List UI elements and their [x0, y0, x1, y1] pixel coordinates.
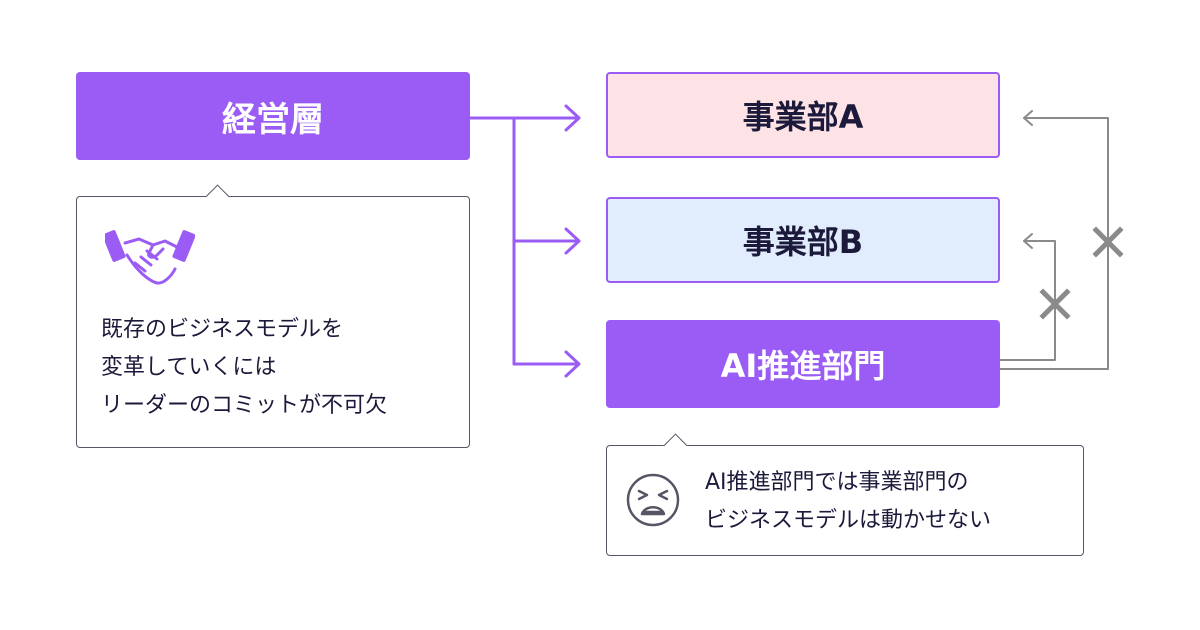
division-b-label: 事業部B — [742, 223, 864, 261]
division-a-node: 事業部A — [606, 72, 1000, 158]
ai-limitation-callout-text: AI推進部門では事業部門の ビジネスモデルは動かせない — [705, 464, 991, 540]
branch-trunk — [468, 116, 516, 366]
x-mark-upper — [1092, 226, 1124, 258]
blocked-x-marks — [1039, 226, 1124, 320]
leadership-line-1: 既存のビジネスモデルを — [101, 317, 344, 342]
handshake-icon — [105, 230, 195, 285]
leadership-line-2: 変革していくには — [101, 355, 277, 380]
executive-label: 経営層 — [222, 99, 324, 140]
blocked-arrows — [999, 110, 1109, 370]
ai-limitation-callout: AI推進部門では事業部門の ビジネスモデルは動かせない — [606, 445, 1084, 556]
distressed-face-icon — [626, 473, 680, 527]
ai-limitation-line-2: ビジネスモデルは動かせない — [705, 508, 992, 533]
leadership-callout-text: 既存のビジネスモデルを 変革していくには リーダーのコミットが不可欠 — [101, 311, 387, 425]
division-a-label: 事業部A — [742, 98, 864, 136]
ai-limitation-line-1: AI推進部門では事業部門の — [705, 470, 969, 495]
arrowhead-ai — [564, 350, 581, 378]
x-mark-lower — [1039, 288, 1071, 320]
leadership-line-3: リーダーのコミットが不可欠 — [101, 393, 388, 418]
blocked-arrowhead-b — [1023, 233, 1033, 249]
arrowhead-b — [564, 227, 581, 255]
executive-arrows — [468, 104, 581, 378]
arrowhead-a — [564, 104, 581, 132]
blocked-path-to-a — [999, 117, 1109, 370]
division-b-node: 事業部B — [606, 197, 1000, 283]
executive-node: 経営層 — [76, 72, 470, 160]
ai-department-label: AI推進部門 — [720, 347, 886, 385]
blocked-path-to-b — [999, 240, 1056, 361]
ai-department-node: AI推進部門 — [606, 320, 1000, 408]
blocked-arrowhead-a — [1023, 110, 1033, 126]
leadership-callout: 既存のビジネスモデルを 変革していくには リーダーのコミットが不可欠 — [76, 196, 470, 448]
